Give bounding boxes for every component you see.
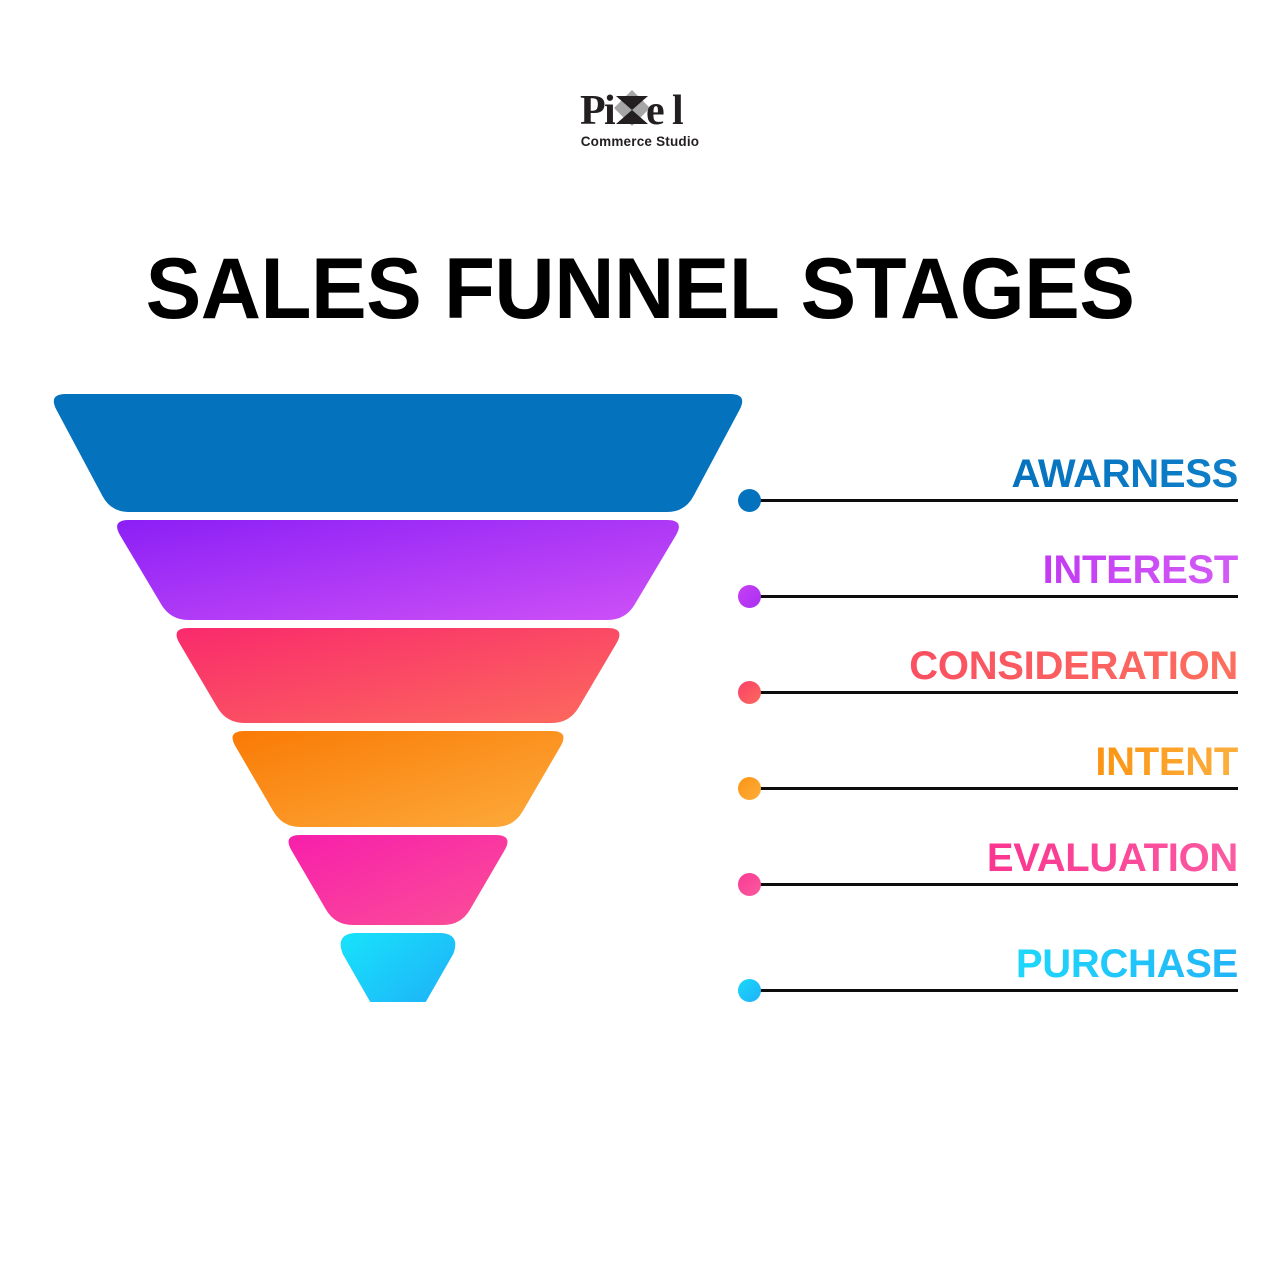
legend-leader-line xyxy=(758,787,1238,790)
page-title: SALES FUNNEL STAGES xyxy=(145,241,1135,337)
legend-dot-consideration xyxy=(738,681,761,704)
legend-row[interactable]: EVALUATION xyxy=(738,808,1238,904)
legend-dot-intent xyxy=(738,777,761,800)
legend-row[interactable]: INTEREST xyxy=(738,520,1238,616)
legend-leader-line xyxy=(758,989,1238,992)
legend-label-interest: INTEREST xyxy=(1042,548,1239,592)
legend-leader-line xyxy=(758,883,1238,886)
funnel-segment-purchase[interactable] xyxy=(340,933,456,1002)
legend-dot-purchase xyxy=(738,979,761,1002)
legend-dot-interest xyxy=(738,585,761,608)
legend-label-evaluation: EVALUATION xyxy=(986,836,1238,880)
legend-row[interactable]: AWARNESS xyxy=(738,424,1238,520)
legend-label-purchase: PURCHASE xyxy=(1015,942,1238,986)
svg-text:P: P xyxy=(580,88,606,134)
brand-logo: P i e l Commerce Studio xyxy=(0,86,1280,149)
funnel-segment-consideration[interactable] xyxy=(176,628,620,723)
legend-dot-awarness xyxy=(738,489,761,512)
funnel-segment-interest[interactable] xyxy=(117,520,679,620)
svg-text:l: l xyxy=(672,88,684,134)
legend-row[interactable]: CONSIDERATION xyxy=(738,616,1238,712)
legend-leader-line xyxy=(758,499,1238,502)
legend-label-intent: INTENT xyxy=(1095,740,1238,784)
legend-row[interactable]: INTENT xyxy=(738,712,1238,808)
funnel-segment-intent[interactable] xyxy=(232,731,564,827)
svg-text:e: e xyxy=(646,88,665,134)
svg-text:i: i xyxy=(604,88,616,134)
legend-row[interactable]: PURCHASE xyxy=(738,914,1238,1010)
legend-dot-evaluation xyxy=(738,873,761,896)
legend-label-consideration: CONSIDERATION xyxy=(909,644,1238,688)
legend-leader-line xyxy=(758,691,1238,694)
funnel-segment-evaluation[interactable] xyxy=(288,835,508,925)
funnel-diagram xyxy=(48,392,748,1002)
funnel-segment-awarness[interactable] xyxy=(53,394,743,512)
funnel-legend: AWARNESS INTEREST CONSIDERATION INTENT EVALU… xyxy=(738,424,1238,1004)
legend-leader-line xyxy=(758,595,1238,598)
brand-wordmark: P i e l xyxy=(578,86,702,134)
pixel-bowtie-icon xyxy=(616,96,648,124)
legend-label-awarness: AWARNESS xyxy=(1011,452,1238,496)
brand-tagline: Commerce Studio xyxy=(580,134,700,149)
